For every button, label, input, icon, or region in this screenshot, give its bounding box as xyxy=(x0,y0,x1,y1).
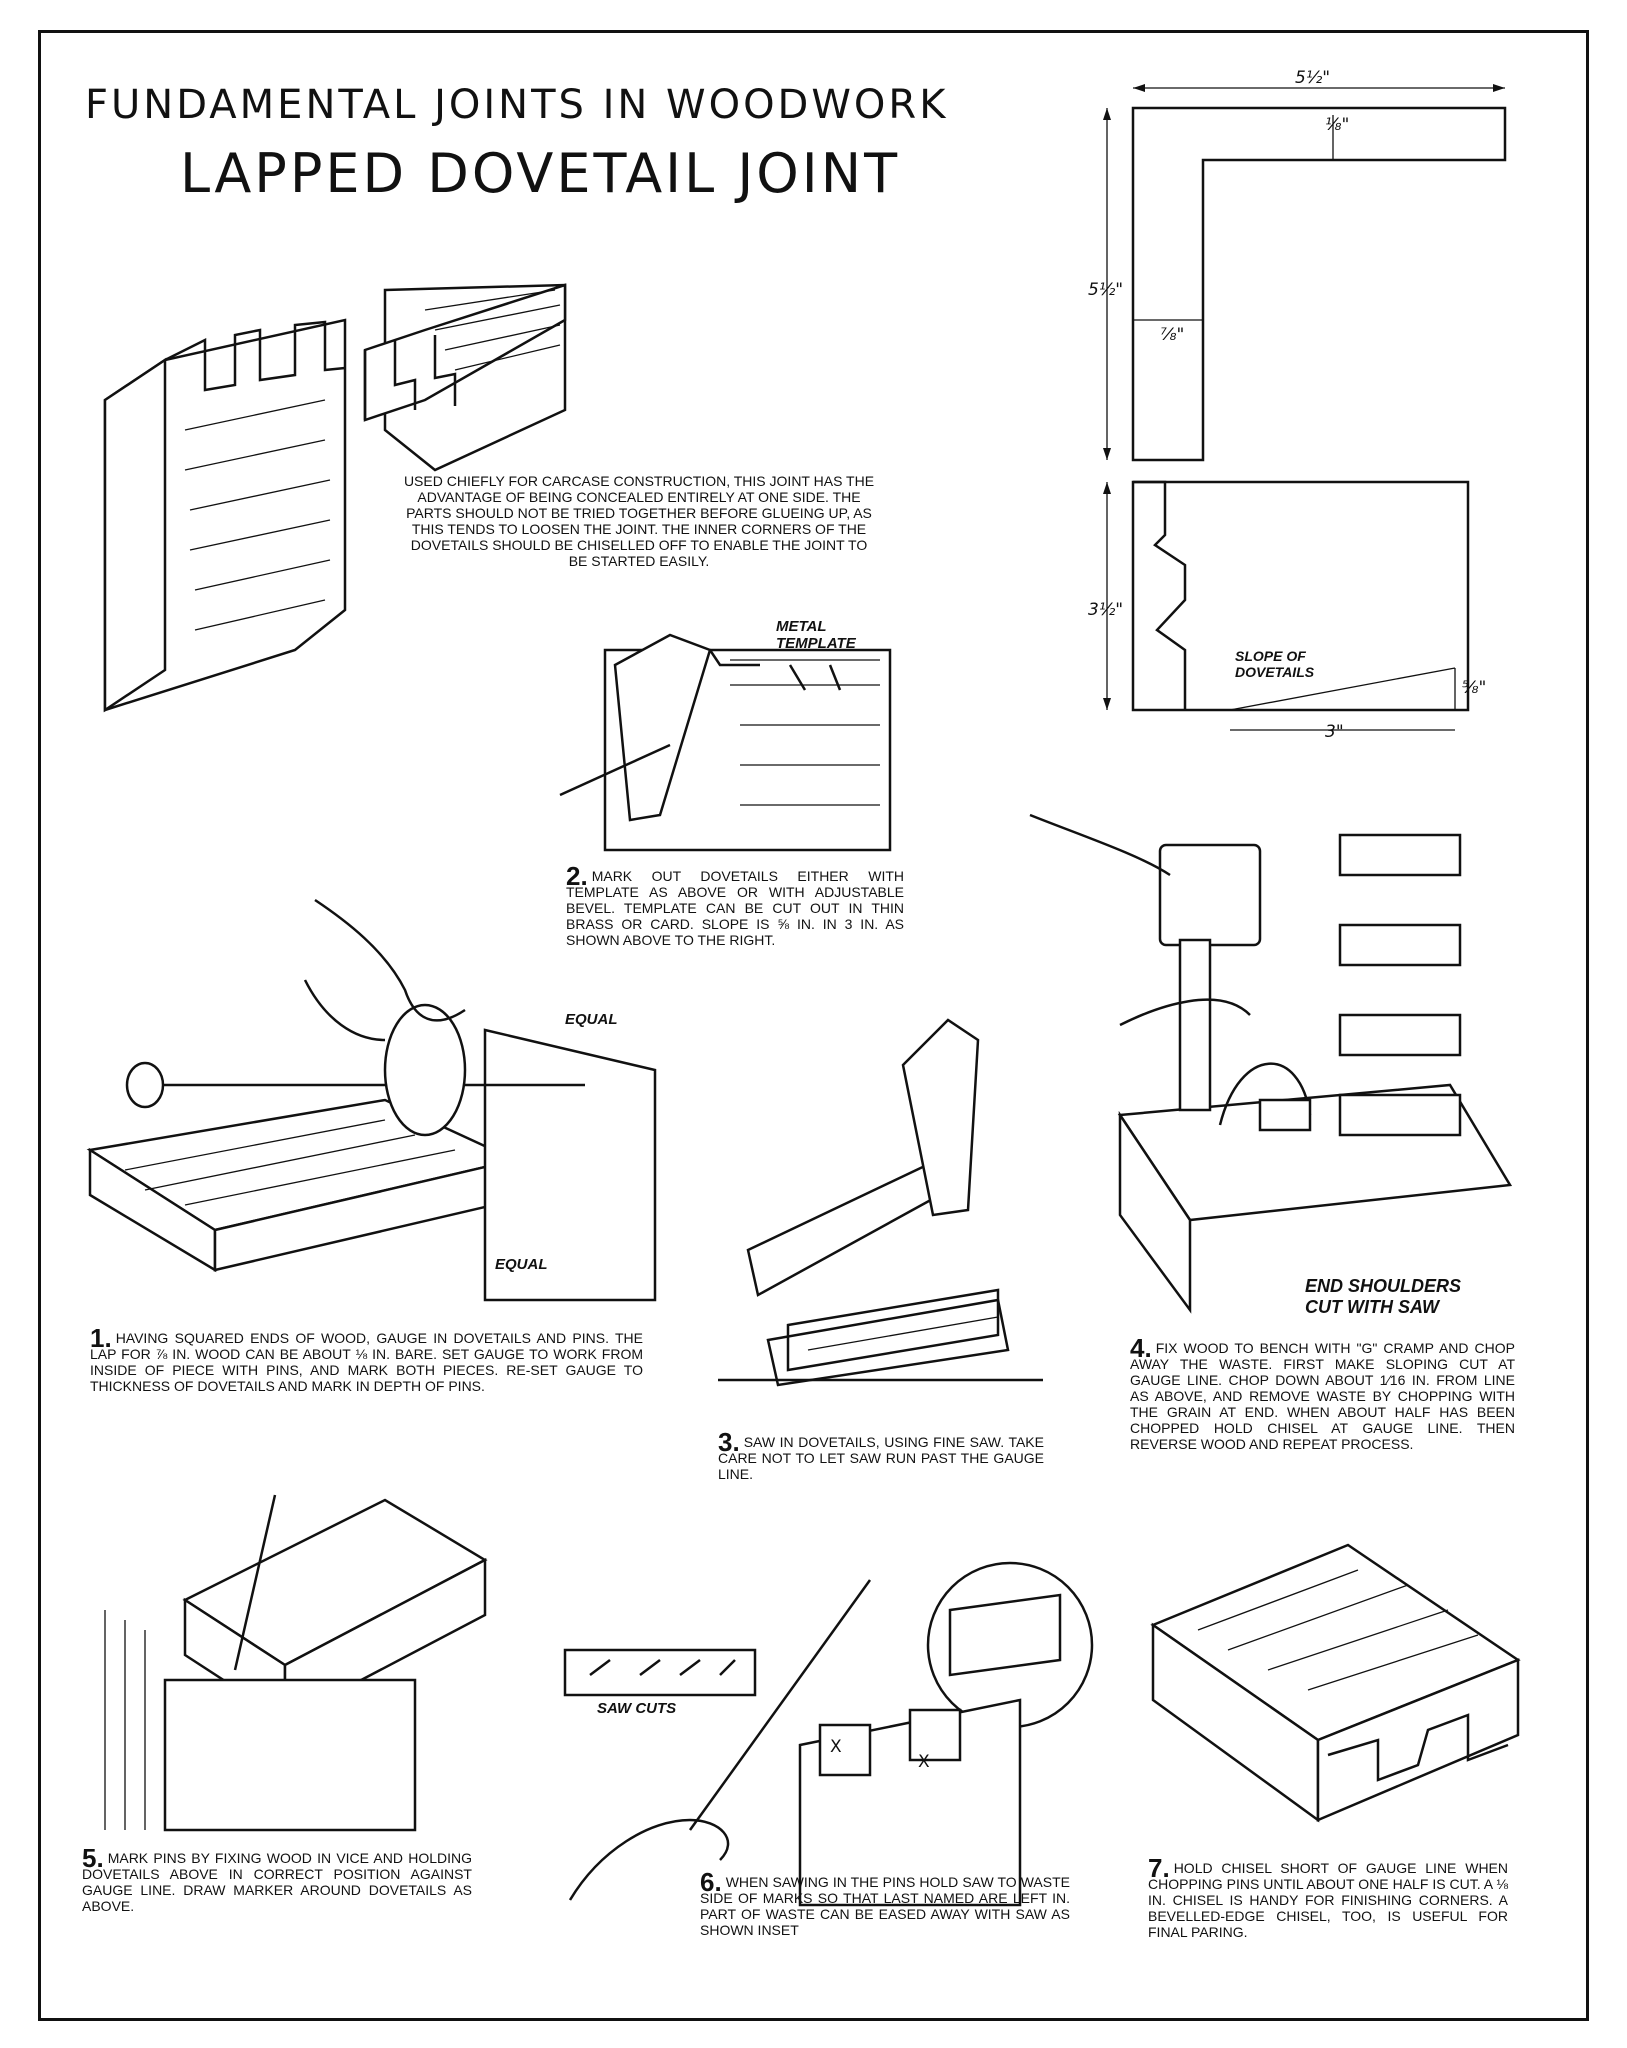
step-1-body: HAVING SQUARED ENDS OF WOOD, GAUGE IN DO… xyxy=(90,1330,643,1394)
step-3-body: SAW IN DOVETAILS, USING FINE SAW. TAKE C… xyxy=(718,1434,1044,1482)
step-7-text: 7.HOLD CHISEL SHORT OF GAUGE LINE WHEN C… xyxy=(1148,1855,1508,1940)
step-5-number: 5. xyxy=(82,1843,104,1873)
step-1-text: 1.HAVING SQUARED ENDS OF WOOD, GAUGE IN … xyxy=(90,1325,643,1394)
step-4-text: 4.FIX WOOD TO BENCH WITH "G" CRAMP AND C… xyxy=(1130,1335,1515,1452)
slope-label: SLOPE OF DOVETAILS xyxy=(1235,648,1315,680)
gauging-illustration xyxy=(86,898,657,1302)
template-marking-illustration xyxy=(559,633,892,852)
sawing-illustration xyxy=(718,1018,1043,1387)
intro-text: USED CHIEFLY FOR CARCASE CONSTRUCTION, T… xyxy=(403,473,875,569)
dim-slope-run: 3" xyxy=(1325,722,1344,742)
marking-pins-illustration xyxy=(104,1494,488,1832)
step-5-body: MARK PINS BY FIXING WOOD IN VICE AND HOL… xyxy=(82,1850,472,1914)
dovetail-pieces-illustration xyxy=(103,283,567,713)
step-5-text: 5.MARK PINS BY FIXING WOOD IN VICE AND H… xyxy=(82,1845,472,1914)
step-3-number: 3. xyxy=(718,1427,740,1457)
dim-height-left: 5½" xyxy=(1088,280,1124,300)
step-7-number: 7. xyxy=(1148,1853,1170,1883)
dim-width-top: 5½" xyxy=(1295,68,1331,88)
page-subtitle: LAPPED DOVETAIL JOINT xyxy=(180,142,901,205)
step-4-body: FIX WOOD TO BENCH WITH "G" CRAMP AND CHO… xyxy=(1130,1340,1515,1452)
mark-x-2: X xyxy=(918,1752,930,1772)
end-shoulders-label: END SHOULDERS CUT WITH SAW xyxy=(1305,1276,1462,1317)
dim-slope-rise: ⅝" xyxy=(1462,678,1487,698)
step-7-body: HOLD CHISEL SHORT OF GAUGE LINE WHEN CHO… xyxy=(1148,1860,1508,1940)
dim-height-lower: 3½" xyxy=(1088,600,1124,620)
step-2-text: 2.MARK OUT DOVETAILS EITHER WITH TEMPLAT… xyxy=(566,863,904,948)
page-border xyxy=(38,30,1589,2021)
l-shape-dimension-diagram xyxy=(1103,84,1507,731)
equal-bottom-label: EQUAL xyxy=(495,1256,548,1273)
chopping-illustration xyxy=(1029,813,1513,1314)
step-6-number: 6. xyxy=(700,1867,722,1897)
step-4-number: 4. xyxy=(1130,1333,1152,1363)
saw-cuts-label: SAW CUTS xyxy=(597,1700,677,1717)
dim-lap: ⅛" xyxy=(1325,115,1350,135)
finished-joint-illustration xyxy=(1150,1543,1521,1823)
step-2-body: MARK OUT DOVETAILS EITHER WITH TEMPLATE … xyxy=(566,868,904,948)
sawing-pins-illustration xyxy=(563,1561,1094,1907)
dim-thickness: ⅞" xyxy=(1160,325,1185,345)
mark-x-1: X xyxy=(830,1737,842,1757)
step-6-text: 6.WHEN SAWING IN THE PINS HOLD SAW TO WA… xyxy=(700,1869,1070,1938)
step-1-number: 1. xyxy=(90,1323,112,1353)
metal-template-label: METAL TEMPLATE xyxy=(776,618,856,652)
page-title: FUNDAMENTAL JOINTS IN WOODWORK xyxy=(85,82,949,128)
step-3-text: 3.SAW IN DOVETAILS, USING FINE SAW. TAKE… xyxy=(718,1429,1044,1482)
step-2-number: 2. xyxy=(566,861,588,891)
step-6-body: WHEN SAWING IN THE PINS HOLD SAW TO WAST… xyxy=(700,1874,1070,1938)
equal-top-label: EQUAL xyxy=(565,1011,618,1028)
